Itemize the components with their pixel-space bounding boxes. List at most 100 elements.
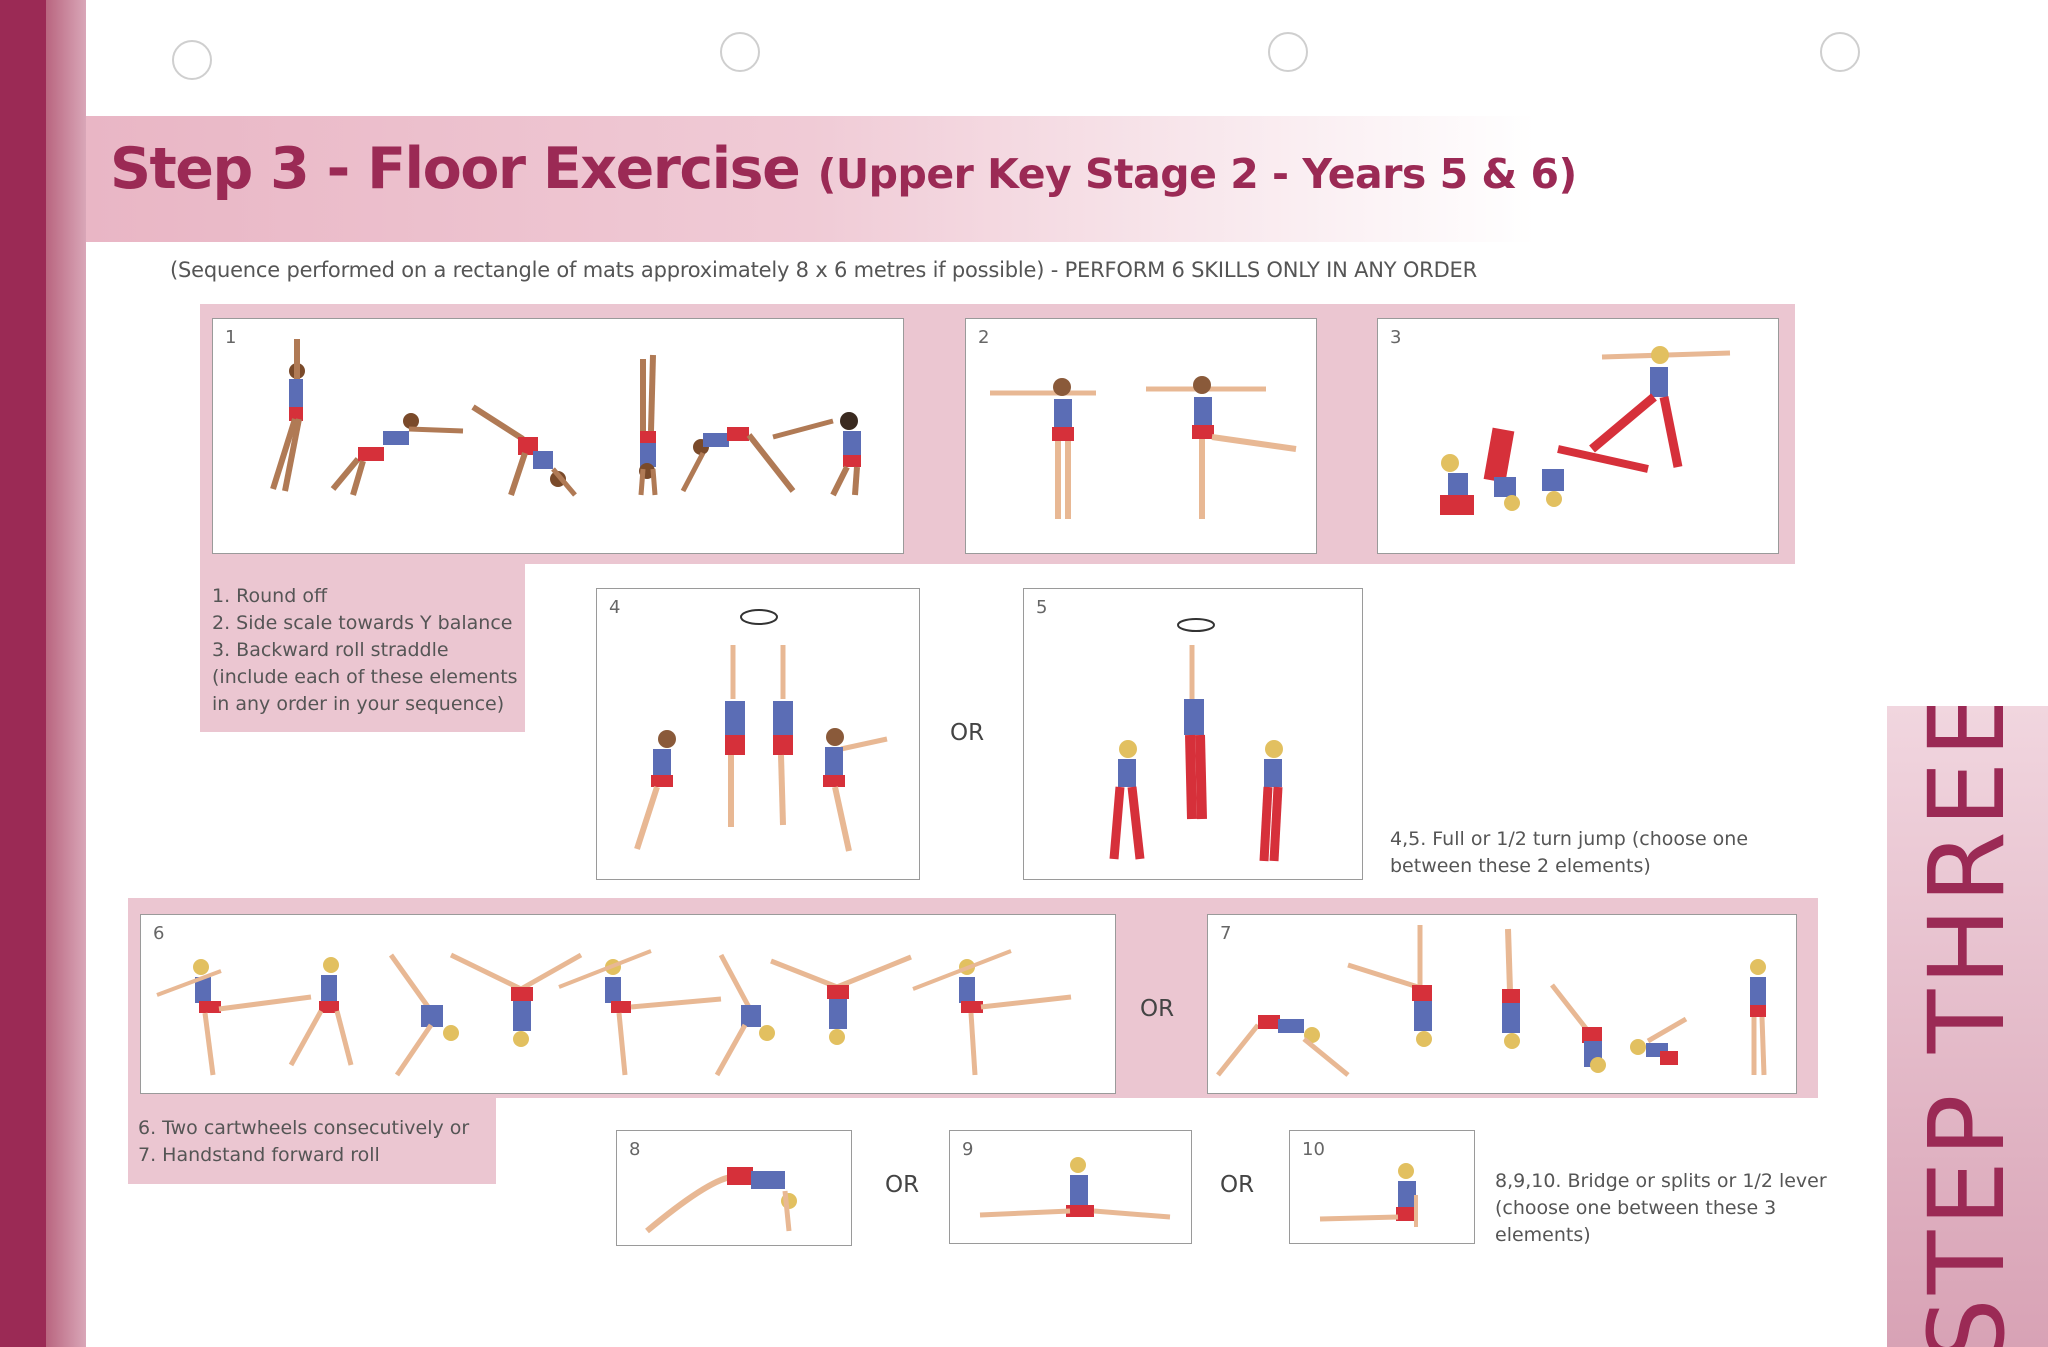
note-line: 7. Handstand forward roll (138, 1144, 380, 1166)
gymnast-figure (634, 730, 676, 850)
gymnast-figure (1440, 454, 1474, 515)
round-off-illustration (270, 339, 861, 497)
gymnast-figure (1216, 1015, 1350, 1077)
note-line: 4,5. Full or 1/2 turn jump (choose one (1390, 828, 1749, 850)
half-turn-jump-illustration (1109, 618, 1283, 862)
gymnast-figure (1319, 1163, 1418, 1227)
half-lever-illustration (1319, 1163, 1418, 1227)
gymnast-figure (1630, 1016, 1688, 1065)
gymnast-figure (912, 949, 1072, 1076)
binder-hole (1820, 32, 1860, 72)
step-side-label: STEP THREE (1906, 706, 2028, 1347)
binder-hole (172, 40, 212, 80)
or-label: OR (1140, 996, 1175, 1022)
panel-number: 5 (1036, 597, 1048, 618)
notes-group-810: 8,9,10. Bridge or splits or 1/2 lever (c… (1495, 1168, 1875, 1249)
notes-group-1: 1. Round off 2. Side scale towards Y bal… (212, 583, 522, 718)
title-suffix: (Upper Key Stage 2 - Years 5 & 6) (817, 150, 1578, 198)
note-line: between these 2 elements) (1390, 855, 1651, 877)
gymnast-figure (979, 1157, 1171, 1220)
left-edge-gradient (46, 0, 86, 1347)
gymnast-figure (772, 412, 861, 497)
backward-roll-illustration (1440, 346, 1731, 515)
panel-number: 7 (1220, 923, 1232, 944)
gymnast-figure (1146, 376, 1297, 519)
gymnast-figure (1259, 740, 1283, 862)
skill-panel-6: 6 (140, 914, 1116, 1094)
panel-number: 1 (225, 327, 237, 348)
note-line: 3. Backward roll straddle (212, 639, 449, 661)
gymnast-figure (638, 354, 658, 496)
left-edge-bar (0, 0, 46, 1347)
gymnast-figure (449, 952, 583, 1047)
notes-box-2 (128, 1096, 496, 1184)
or-label: OR (950, 720, 985, 746)
gymnast-figure (770, 954, 912, 1045)
gymnast-figure (1589, 346, 1731, 468)
note-line: elements) (1495, 1224, 1591, 1246)
title-text: Step 3 - Floor Exercise (110, 136, 801, 202)
skill-panel-2: 2 (965, 318, 1317, 554)
gymnast-figure (1502, 928, 1520, 1049)
skill-panel-9: 9 (949, 1130, 1192, 1244)
or-label: OR (1220, 1172, 1255, 1198)
gymnast-figure (270, 339, 305, 492)
page-title: Step 3 - Floor Exercise (Upper Key Stage… (110, 136, 1577, 202)
note-line: (include each of these elements (212, 666, 518, 688)
note-line: 6. Two cartwheels consecutively or (138, 1117, 470, 1139)
gymnast-figure (773, 645, 793, 826)
panel-number: 10 (1302, 1139, 1325, 1160)
gymnast-figure (725, 645, 745, 827)
panel-number: 6 (153, 923, 165, 944)
binder-hole (1268, 32, 1308, 72)
cartwheels-illustration (156, 949, 1072, 1077)
panel-number: 8 (629, 1139, 641, 1160)
note-line: in any order in your sequence) (212, 693, 505, 715)
gymnast-figure (1109, 740, 1145, 860)
gymnast-figure (558, 949, 722, 1076)
panel-number: 9 (962, 1139, 974, 1160)
skill-panel-8: 8 (616, 1130, 852, 1246)
gymnast-figure (680, 427, 796, 493)
skill-panel-10: 10 (1289, 1130, 1475, 1244)
gymnast-figure (823, 728, 888, 852)
handstand-forward-roll-illustration (1216, 925, 1767, 1077)
gymnast-figure (1483, 427, 1520, 511)
skill-panel-4: 4 (596, 588, 920, 880)
gymnast-figure (330, 413, 464, 496)
gymnast-figure (714, 953, 775, 1077)
skill-panel-3: 3 (1377, 318, 1779, 554)
step-side-tab: STEP THREE (1887, 706, 2048, 1347)
gymnast-figure (156, 959, 312, 1076)
gymnast-figure (471, 404, 577, 497)
notes-box-1 (200, 560, 525, 732)
gymnast-figure (1750, 959, 1767, 1076)
or-label: OR (885, 1172, 920, 1198)
gymnast-figure (1347, 925, 1432, 1047)
skill-panel-5: 5 (1023, 588, 1363, 880)
gymnast-figure (388, 953, 459, 1077)
notes-group-67: 6. Two cartwheels consecutively or 7. Ha… (138, 1115, 498, 1169)
gymnast-figure (1184, 645, 1207, 820)
note-line: 2. Side scale towards Y balance (212, 612, 513, 634)
note-line: 8,9,10. Bridge or splits or 1/2 lever (1495, 1170, 1827, 1192)
full-turn-jump-illustration (634, 609, 888, 852)
gymnast-figure (645, 1167, 797, 1234)
note-line: (choose one between these 3 (1495, 1197, 1777, 1219)
skill-panel-7: 7 (1207, 914, 1797, 1094)
gymnast-figure (288, 957, 354, 1067)
notes-group-45: 4,5. Full or 1/2 turn jump (choose one b… (1390, 826, 1810, 880)
binder-hole (720, 32, 760, 72)
note-line: 1. Round off (212, 585, 328, 607)
panel-number: 2 (978, 327, 990, 348)
title-banner (86, 116, 1536, 242)
gymnast-figure (990, 378, 1096, 519)
panel-number: 3 (1390, 327, 1402, 348)
splits-illustration (979, 1157, 1171, 1220)
instructions-text: (Sequence performed on a rectangle of ma… (170, 258, 1477, 282)
gymnast-figure (1550, 983, 1606, 1073)
panel-number: 4 (609, 597, 621, 618)
bridge-illustration (645, 1167, 797, 1234)
skill-panel-1: 1 (212, 318, 904, 554)
gymnast-figure (1542, 445, 1649, 507)
